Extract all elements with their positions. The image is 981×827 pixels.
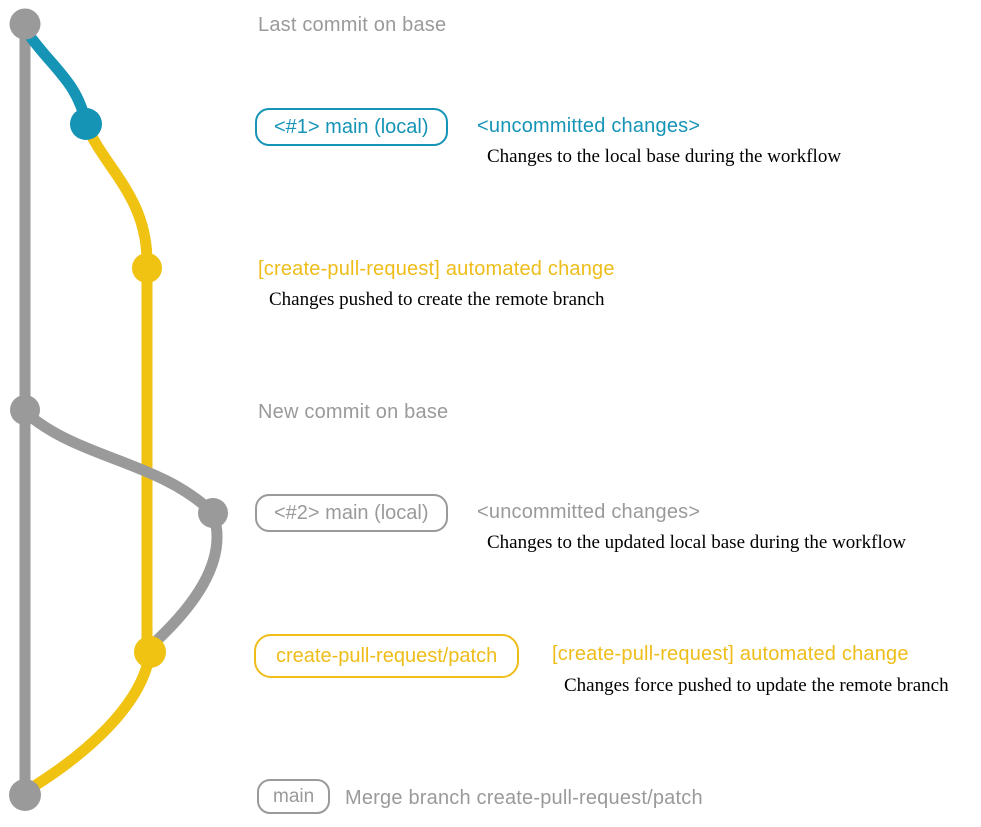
branch-pill-create-pull-request-patch: create-pull-request/patch [254, 634, 520, 678]
commit-dot-merge-commit [9, 779, 41, 811]
commit-dot-automated-change-2 [134, 636, 166, 668]
label-uncommitted-changes-1: <uncommitted changes> [477, 115, 701, 137]
commit-dot-uncommitted-changes-2 [198, 498, 228, 528]
patch-branch-line [80, 118, 153, 658]
label-automated-change-1: [create-pull-request] automated change [258, 258, 615, 280]
git-graph [9, 8, 228, 811]
branch-pill-main-local-2: <#2> main (local) [255, 494, 448, 532]
local-main-branch-curve [21, 26, 92, 130]
force-push-curve [146, 507, 223, 651]
label-new-commit-on-base: New commit on base [258, 401, 449, 423]
commit-dot-uncommitted-changes-1 [70, 108, 102, 140]
caption-force-push-update-remote-branch: Changes force pushed to update the remot… [564, 675, 949, 696]
caption-local-base-changes: Changes to the local base during the wor… [487, 146, 842, 167]
label-merge-branch: Merge branch create-pull-request/patch [345, 787, 703, 809]
commit-dot-automated-change-1 [132, 253, 162, 283]
caption-updated-local-base-changes: Changes to the updated local base during… [487, 532, 906, 553]
updated-local-branch-curve [19, 406, 219, 519]
branch-pill-main-local-1: <#1> main (local) [255, 108, 448, 146]
label-automated-change-2: [create-pull-request] automated change [552, 643, 909, 665]
patch-merge-curve [22, 646, 156, 796]
commit-dot-last-commit-on-base [9, 8, 41, 40]
caption-push-create-remote-branch: Changes pushed to create the remote bran… [269, 289, 605, 310]
commit-dot-new-commit-on-base [10, 395, 40, 425]
label-uncommitted-changes-2: <uncommitted changes> [477, 501, 701, 523]
branch-pill-main: main [257, 779, 331, 814]
label-last-commit-on-base: Last commit on base [258, 14, 447, 36]
